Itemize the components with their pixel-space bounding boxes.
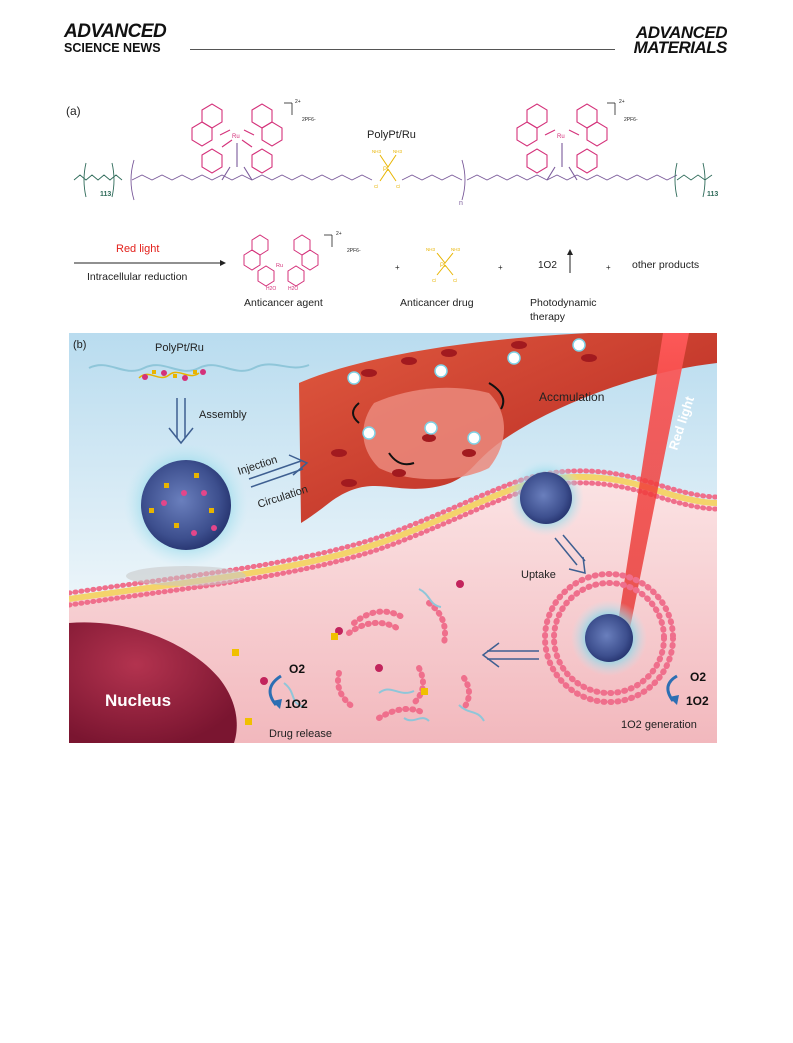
blood-vessel-tumor — [299, 333, 717, 523]
counter-ion-right: 2PF6- — [624, 117, 638, 123]
journal-name-bottom: SCIENCE NEWS — [64, 41, 161, 55]
cisplatin-nh3-b: NH3 — [451, 247, 460, 252]
assembly-label: Assembly — [199, 409, 247, 421]
gas-arrowhead — [567, 249, 573, 255]
water-b: H2O — [288, 286, 298, 292]
pt-cl-b: Cl — [396, 184, 400, 189]
flow-arrow-3 — [388, 452, 415, 466]
generation-label: 1O2 generation — [621, 719, 697, 731]
product-photodynamic-1: Photodynamic — [530, 297, 597, 309]
water-a: H2O — [266, 286, 276, 292]
polymer-name-b: PolyPt/Ru — [155, 342, 204, 354]
product-anticancer-drug: Anticancer drug — [400, 297, 474, 309]
repeat-n: n — [459, 200, 463, 207]
cisplatin-cl-a: Cl — [432, 278, 436, 283]
accumulation-label: Accmulation — [539, 390, 604, 404]
release-arrow — [481, 642, 539, 668]
polymer-chain — [88, 363, 310, 381]
journal-logo-left: ADVANCED SCIENCE NEWS — [64, 21, 167, 55]
released-pt-drugs — [232, 633, 428, 725]
reaction-arrowhead — [220, 260, 226, 266]
counter-ion-product: 2PF6- — [347, 248, 361, 254]
pt-atom: Pt — [383, 167, 389, 173]
panel-a-scheme: (a) Ru 2+ 2PF6- Ru 2+ 2PF6- PolyP — [66, 99, 718, 323]
pt-center — [379, 154, 397, 182]
micelle-core — [141, 460, 231, 550]
polymer-name-a: PolyPt/Ru — [367, 129, 416, 141]
cisplatin — [436, 252, 454, 276]
peg-repeat-right: 113 — [707, 191, 718, 198]
charge-left: 2+ — [295, 99, 301, 105]
counter-ion-left: 2PF6- — [302, 117, 316, 123]
flow-arrow-1 — [352, 402, 360, 424]
panel-a-label: (a) — [66, 104, 81, 118]
product-photodynamic-2: therapy — [530, 311, 566, 323]
endosome-inner — [551, 580, 667, 696]
o2-label-left: O2 — [289, 662, 305, 676]
pt-cl-a: Cl — [374, 184, 378, 189]
polymer-backbone — [73, 159, 713, 201]
o2-cycle-arrowhead-right — [669, 695, 679, 705]
panel-b-illustration: Accmulation PolyPt/Ru (b) Assembly — [69, 333, 717, 743]
uptake-label: Uptake — [521, 569, 556, 581]
assembly-arrow — [168, 398, 194, 445]
red-light-beam — [617, 333, 689, 633]
peg-repeat-left: 113 — [100, 191, 111, 198]
singlet-o2-right: 1O2 — [686, 694, 709, 708]
product-anticancer-agent: Anticancer agent — [244, 297, 323, 309]
ru-complex-right — [516, 103, 608, 181]
ru-complex-left — [191, 103, 283, 181]
panel-b-label: (b) — [73, 339, 86, 351]
cisplatin-nh3-a: NH3 — [426, 247, 435, 252]
micelle-payload — [149, 473, 217, 536]
micelle-shadow — [126, 566, 246, 586]
cisplatin-cl-b: Cl — [453, 278, 457, 283]
o2-label-right: O2 — [690, 670, 706, 684]
flow-arrow-2 — [488, 382, 505, 410]
released-polymers — [283, 588, 485, 722]
ru-aqua-complex — [243, 234, 319, 287]
product-other: other products — [632, 259, 699, 271]
journal-logo-right: ADVANCED MATERIALS — [633, 23, 728, 58]
arrow-label-bottom: Intracellular reduction — [87, 271, 188, 283]
drug-release-label: Drug release — [269, 728, 332, 740]
injection-arrows — [248, 454, 309, 488]
micelle-uptake-core — [520, 472, 572, 524]
charge-product: 2+ — [336, 231, 342, 237]
membrane-fragments — [335, 600, 472, 721]
ru-atom-left: Ru — [232, 134, 240, 140]
journal-name-top: ADVANCED — [64, 21, 167, 42]
ru-atom-right: Ru — [557, 134, 565, 140]
header-rule — [190, 49, 615, 50]
plus-3: + — [606, 263, 611, 272]
nucleus — [69, 622, 237, 743]
journal-right-bottom: MATERIALS — [633, 38, 728, 58]
nucleus-label: Nucleus — [105, 691, 171, 710]
endosome-micelle-core — [585, 614, 633, 662]
singlet-oxygen-product: 1O2 — [538, 260, 557, 271]
endosome-outer — [542, 571, 676, 705]
pt-atom-product: Pt — [440, 263, 446, 269]
journal-right-top: ADVANCED — [635, 23, 728, 42]
plus-2: + — [498, 263, 503, 272]
charge-right: 2+ — [619, 99, 625, 105]
o2-cycle-arrowhead-left — [272, 699, 282, 709]
ru-atom-product: Ru — [276, 263, 283, 269]
pt-nh3-b: NH3 — [393, 149, 402, 154]
arrow-label-top: Red light — [116, 243, 159, 255]
pt-nh3-a: NH3 — [372, 149, 381, 154]
plus-1: + — [395, 263, 400, 272]
uptake-arrow — [554, 534, 586, 574]
singlet-o2-left: 1O2 — [285, 697, 308, 711]
